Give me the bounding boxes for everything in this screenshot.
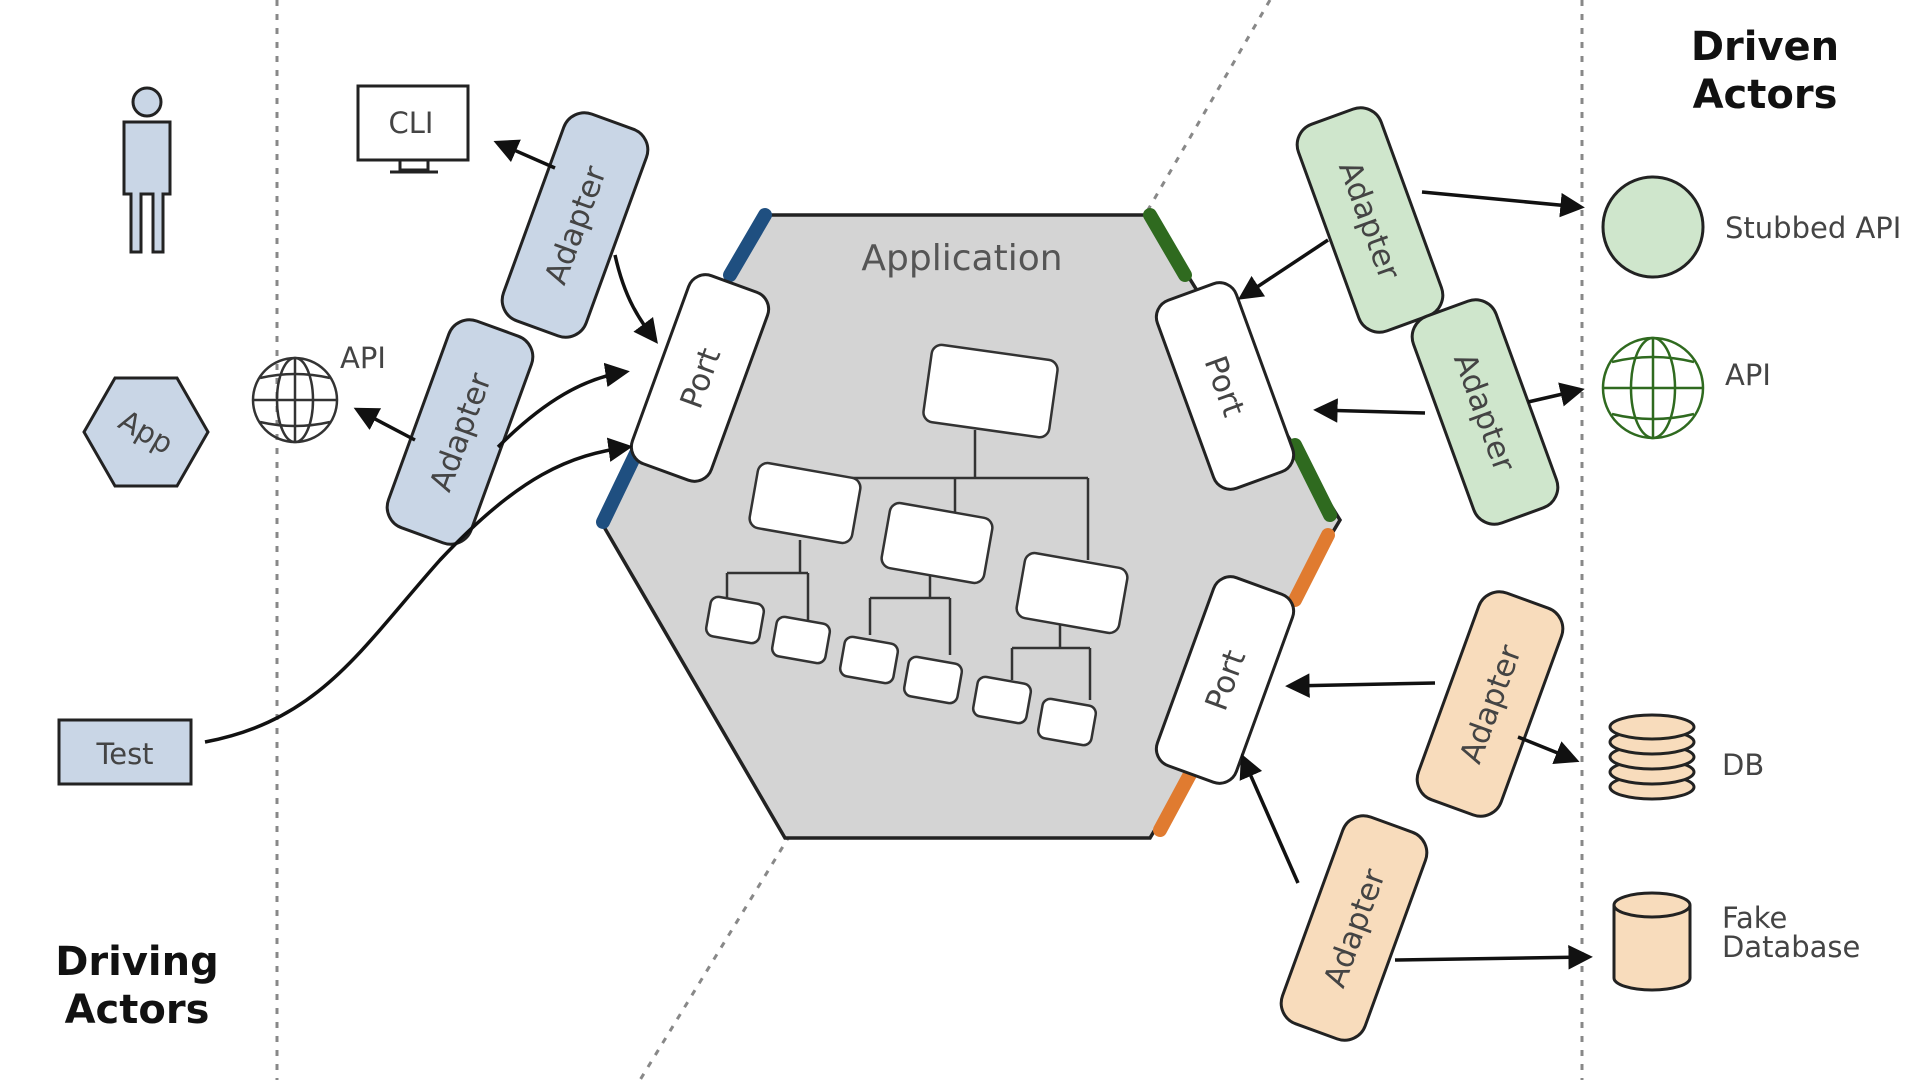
- orange-port-accent-top: [1288, 528, 1335, 607]
- arrow-test-to-port: [204, 437, 633, 744]
- cli-monitor: CLI: [356, 84, 470, 174]
- stubbed-api-circle: [1601, 175, 1705, 279]
- monitor-icon: [356, 84, 470, 174]
- arrow-adapter-to-api: [353, 407, 416, 442]
- driven-api-label: API: [1725, 358, 1771, 392]
- driving-title-line2: Actors: [65, 987, 210, 1033]
- globe-icon: [1601, 336, 1705, 440]
- arrow-adapter-to-port-orange: [1285, 673, 1436, 698]
- org-chart-icon: [704, 343, 1129, 747]
- adapter-fake-db: Adapter: [1279, 814, 1429, 1042]
- bottom-diagonal-divider: [638, 834, 792, 1080]
- app-hexagon: App: [82, 376, 210, 488]
- db-label: DB: [1722, 748, 1764, 782]
- fake-database: Fake Database: [1612, 891, 1860, 992]
- db: DB: [1608, 713, 1764, 801]
- database-stack-icon: [1608, 713, 1696, 801]
- person-icon: [122, 86, 172, 254]
- port-driven-db: Port: [1154, 575, 1296, 785]
- test-box: Test: [57, 718, 193, 786]
- adapter-cli: Adapter: [500, 111, 650, 339]
- driving-title-line1: Driving: [55, 939, 219, 985]
- cli-label: CLI: [389, 106, 434, 140]
- driving-api-label: API: [340, 341, 386, 375]
- top-diagonal-divider: [1143, 0, 1272, 216]
- driving-api: API: [251, 341, 386, 444]
- arrow-adapter-to-cli: [493, 139, 556, 170]
- arrow-driven-adapter-to-port: [1313, 398, 1426, 423]
- adapter-api: Adapter: [385, 318, 535, 546]
- arrow-adapter-to-driven-api: [1527, 382, 1585, 407]
- arrow-adapter-to-fake-db: [1394, 945, 1593, 970]
- driven-title-line2: Actors: [1693, 72, 1838, 118]
- arrow-adapter-to-db: [1517, 735, 1580, 765]
- fake-db-label-line2: Database: [1722, 930, 1860, 964]
- adapter-stubbed-api: Adapter: [1295, 106, 1445, 334]
- green-port-accent-top: [1143, 208, 1192, 282]
- arrows: [204, 139, 1593, 970]
- globe-icon: [251, 356, 339, 444]
- arrow-adapter-to-stubbed-api: [1421, 190, 1585, 218]
- arrow-adapter-cli-to-port: [613, 254, 658, 344]
- port-driven-api: Port: [1154, 281, 1296, 491]
- fake-db-label-line1: Fake: [1722, 901, 1787, 935]
- test-label: Test: [95, 737, 153, 771]
- cylinder-icon: [1612, 891, 1692, 992]
- adapter-db: Adapter: [1415, 590, 1565, 818]
- stubbed-api-label: Stubbed API: [1725, 211, 1901, 245]
- green-port-accent-bottom: [1288, 438, 1337, 522]
- port-driving: Port: [629, 273, 771, 483]
- arrow-adapter-api-to-port: [496, 362, 630, 449]
- blue-port-accent-top: [723, 208, 772, 282]
- adapter-driven-api: Adapter: [1410, 298, 1560, 526]
- driven-actors-title: Driven Actors: [1691, 24, 1839, 118]
- arrow-adapter-to-port-green: [1237, 238, 1329, 300]
- separators: [275, 0, 1584, 1080]
- driven-title-line1: Driven: [1691, 24, 1839, 70]
- orange-port-accent-bottom: [1153, 758, 1202, 837]
- driven-api: API: [1601, 336, 1771, 440]
- arrow-fake-adapter-to-port: [1239, 753, 1300, 884]
- application-title: Application: [861, 238, 1062, 279]
- driving-actors-title: Driving Actors: [55, 939, 219, 1033]
- stubbed-api: Stubbed API: [1601, 175, 1901, 279]
